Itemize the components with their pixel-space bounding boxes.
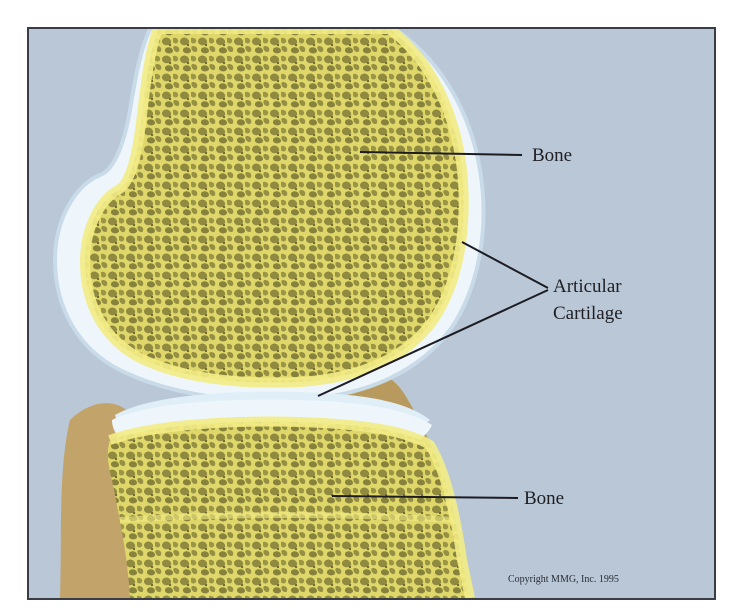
label-articular-line1: Articular [553,273,623,300]
label-bone-bottom: Bone [524,488,564,510]
label-articular-cartilage: Articular Cartilage [553,273,623,327]
label-articular-line2: Cartilage [553,300,623,327]
label-bone-top: Bone [532,145,572,167]
copyright-notice: Copyright MMG, Inc. 1995 [508,574,619,585]
